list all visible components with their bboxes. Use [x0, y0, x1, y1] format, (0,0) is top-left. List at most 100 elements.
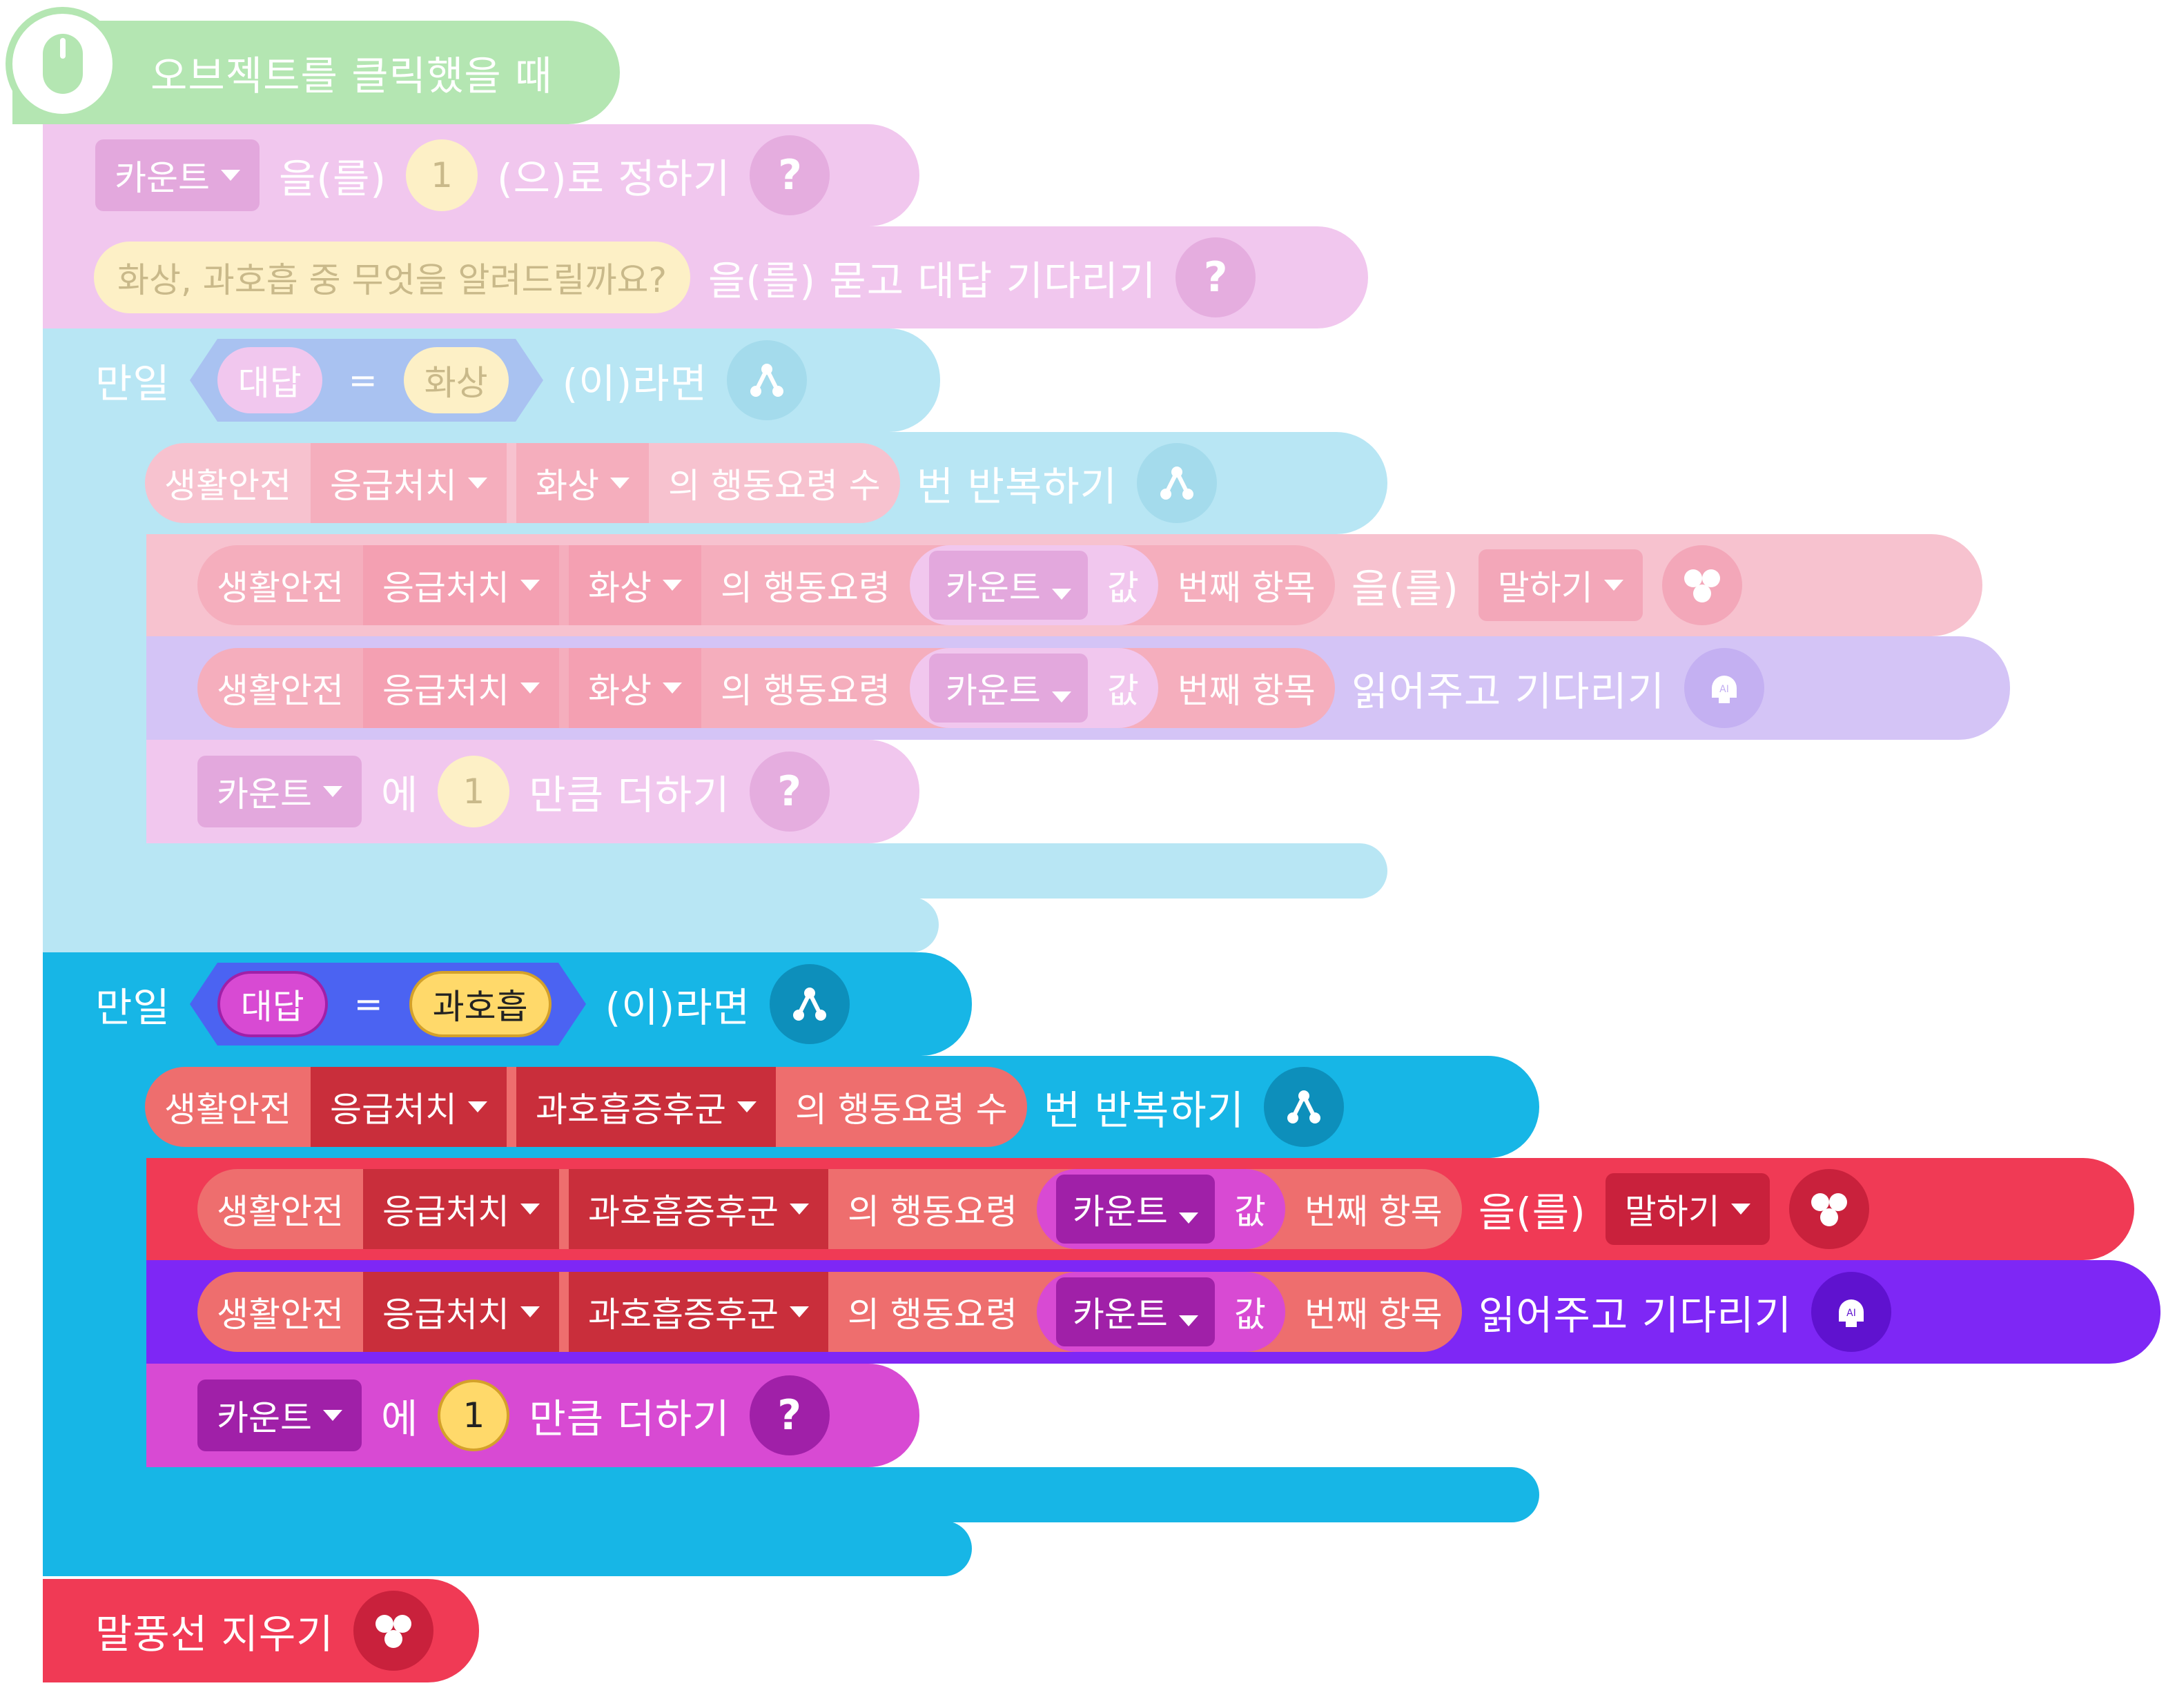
repeat-block-hyperventilation-body: [97, 1155, 152, 1486]
value-input[interactable]: 1: [438, 1380, 510, 1451]
repeat-block-burn-footer: [97, 843, 1387, 899]
looks-icon: [1661, 545, 1742, 625]
if-block-burn[interactable]: 만일 대답 = 화상 (이)라면: [43, 328, 940, 432]
topic-dropdown[interactable]: 응급처치: [311, 1067, 507, 1147]
equals-condition[interactable]: 대답 = 화상: [189, 339, 543, 422]
item-dropdown[interactable]: 화상: [569, 545, 701, 625]
chevron-down-icon: [663, 580, 682, 591]
topic-dropdown[interactable]: 응급처치: [311, 443, 507, 523]
then-label: (이)라면: [562, 360, 708, 407]
if-label: 만일: [95, 360, 170, 407]
item-dropdown[interactable]: 과호흡증후군: [516, 1067, 776, 1147]
topic-dropdown[interactable]: 응급처치: [363, 1272, 559, 1352]
chevron-down-icon: [790, 1306, 809, 1317]
action-count-reporter[interactable]: 생활안전 응급처치 화상 의 행동요령 수: [145, 443, 900, 523]
answer-reporter[interactable]: 대답: [217, 971, 328, 1037]
say-text: 을(를): [1351, 565, 1459, 612]
change-variable-block-hyperventilation[interactable]: 카운트 에 1 만큼 더하기 ?: [146, 1364, 919, 1467]
chevron-down-icon: [520, 683, 540, 694]
flow-icon: [1137, 443, 1218, 523]
change-variable-block-burn[interactable]: 카운트 에 1 만큼 더하기 ?: [146, 740, 919, 843]
variable-dropdown[interactable]: 카운트: [95, 139, 260, 211]
chevron-down-icon: [520, 1306, 540, 1317]
answer-reporter[interactable]: 대답: [217, 347, 322, 413]
ask-and-wait-block[interactable]: 화상, 과호흡 중 무엇을 알려드릴까요? 을(를) 묻고 대답 기다리기 ?: [43, 226, 1368, 328]
repeat-block-hyperventilation[interactable]: 생활안전 응급처치 과호흡증후군 의 행동요령 수 번 반복하기: [97, 1056, 1539, 1158]
flow-icon: [1264, 1067, 1345, 1147]
if-block-hyperventilation-footer: [43, 1521, 972, 1576]
set-text-1: 을(를): [279, 155, 387, 202]
equals-condition[interactable]: 대답 = 과호흡: [189, 963, 586, 1046]
item-dropdown[interactable]: 화상: [516, 443, 649, 523]
chevron-down-icon: [1051, 691, 1071, 703]
set-variable-block[interactable]: 카운트 을(를) 1 (으)로 정하기 ?: [43, 124, 919, 226]
help-icon: ?: [1175, 237, 1256, 317]
chevron-down-icon: [663, 683, 682, 694]
item-dropdown[interactable]: 과호흡증후군: [569, 1272, 828, 1352]
read-text: 읽어주고 기다리기: [1478, 1292, 1793, 1339]
add-text-2: 만큼 더하기: [529, 772, 730, 818]
chevron-down-icon: [520, 580, 540, 591]
value-input[interactable]: 1: [438, 756, 510, 827]
chevron-down-icon: [468, 478, 487, 489]
ask-text: 을(를) 묻고 대답 기다리기: [708, 257, 1157, 304]
say-text: 을(를): [1478, 1189, 1586, 1236]
repeat-text: 번 반복하기: [916, 463, 1118, 510]
chevron-down-icon: [520, 1204, 540, 1215]
svg-text:AI: AI: [1719, 684, 1729, 695]
say-mode-dropdown[interactable]: 말하기: [1478, 549, 1643, 621]
question-input[interactable]: 화상, 과호흡 중 무엇을 알려드릴까요?: [94, 242, 691, 313]
repeat-block-hyperventilation-footer: [97, 1467, 1539, 1522]
chevron-down-icon: [1178, 1213, 1198, 1224]
value-input[interactable]: 1: [405, 139, 478, 211]
looks-icon: [1788, 1169, 1869, 1249]
chevron-down-icon: [1730, 1204, 1750, 1215]
clear-speech-bubble-block[interactable]: 말풍선 지우기: [43, 1579, 479, 1682]
chevron-down-icon: [468, 1101, 487, 1112]
topic-dropdown[interactable]: 응급처치: [363, 545, 559, 625]
compare-value[interactable]: 과호흡: [409, 971, 552, 1037]
add-text-2: 만큼 더하기: [529, 1395, 730, 1442]
repeat-text: 번 반복하기: [1043, 1087, 1245, 1134]
help-icon: ?: [749, 1375, 830, 1455]
read-text: 읽어주고 기다리기: [1351, 668, 1666, 715]
compare-value[interactable]: 화상: [403, 347, 509, 413]
set-text-2: (으)로 정하기: [496, 155, 731, 202]
svg-text:AI: AI: [1846, 1308, 1856, 1319]
if-label: 만일: [95, 984, 170, 1031]
if-block-burn-body: [43, 428, 98, 911]
chevron-down-icon: [323, 1410, 342, 1421]
variable-dropdown[interactable]: 카운트: [197, 756, 362, 827]
repeat-block-burn[interactable]: 생활안전 응급처치 화상 의 행동요령 수 번 반복하기: [97, 432, 1387, 534]
if-block-hyperventilation[interactable]: 만일 대답 = 과호흡 (이)라면: [43, 952, 972, 1056]
chevron-down-icon: [1603, 580, 1623, 591]
chevron-down-icon: [790, 1204, 809, 1215]
help-icon: ?: [750, 135, 830, 215]
hat-label: 오브젝트를 클릭했을 때: [150, 52, 553, 99]
item-dropdown[interactable]: 과호흡증후군: [569, 1169, 828, 1249]
variable-dropdown[interactable]: 카운트: [197, 1380, 362, 1451]
topic-dropdown[interactable]: 응급처치: [363, 1169, 559, 1249]
action-count-reporter[interactable]: 생활안전 응급처치 과호흡증후군 의 행동요령 수: [145, 1067, 1027, 1147]
ai-head-icon: AI: [1811, 1272, 1892, 1352]
looks-icon: [353, 1591, 433, 1671]
topic-dropdown[interactable]: 응급처치: [363, 648, 559, 728]
ai-head-icon: AI: [1684, 648, 1765, 728]
item-dropdown[interactable]: 화상: [569, 648, 701, 728]
say-mode-dropdown[interactable]: 말하기: [1605, 1173, 1770, 1245]
add-text-1: 에: [381, 772, 419, 818]
chevron-down-icon: [1178, 1315, 1198, 1326]
